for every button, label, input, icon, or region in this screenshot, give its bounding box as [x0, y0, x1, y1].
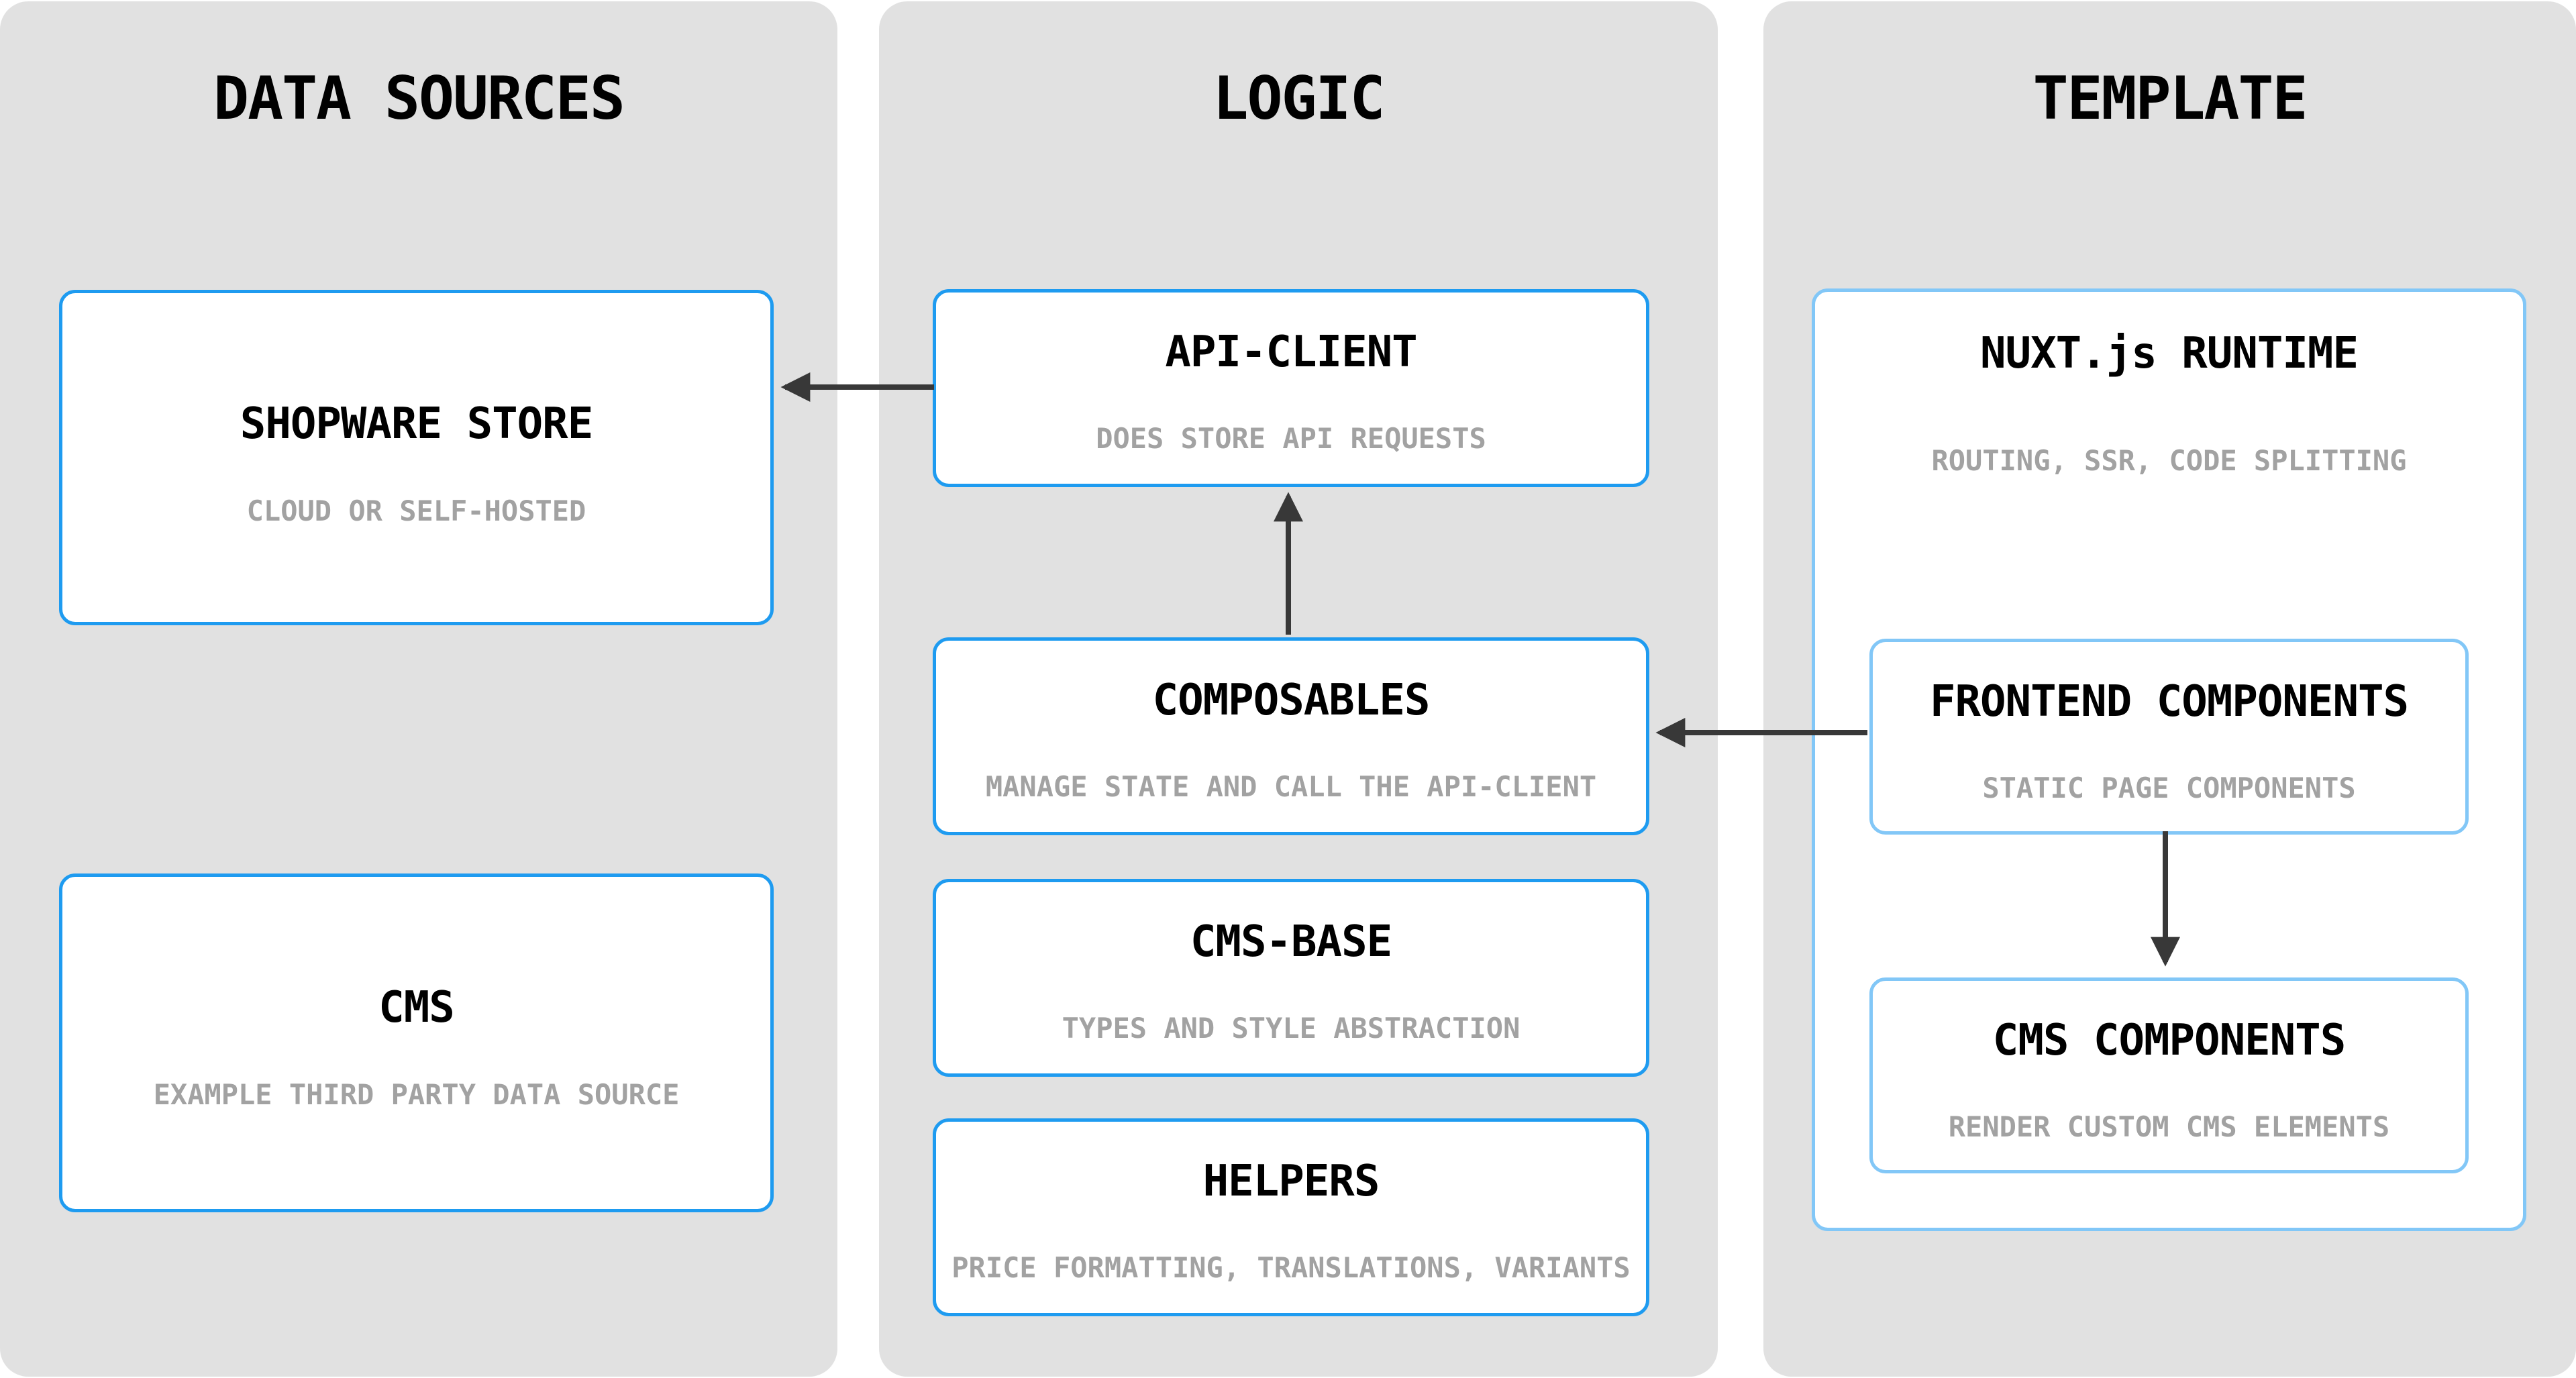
column-title-template: TEMPLATE — [2032, 64, 2308, 133]
box-frontend-components-title: FRONTEND COMPONENTS — [1929, 677, 2409, 727]
box-nuxt-runtime-subtitle: ROUTING, SSR, CODE SPLITTING — [1931, 444, 2407, 477]
box-nuxt-runtime-title: NUXT.js RUNTIME — [1980, 329, 2359, 378]
box-cms-components-title: CMS COMPONENTS — [1992, 1016, 2346, 1065]
box-api-client: API-CLIENT DOES STORE API REQUESTS — [933, 289, 1649, 487]
box-cms-title: CMS — [378, 983, 455, 1032]
box-cms-components-subtitle: RENDER CUSTOM CMS ELEMENTS — [1948, 1110, 2390, 1143]
box-composables-subtitle: MANAGE STATE AND CALL THE API-CLIENT — [985, 770, 1597, 803]
box-cms-subtitle: EXAMPLE THIRD PARTY DATA SOURCE — [153, 1078, 680, 1111]
box-cms-components: CMS COMPONENTS RENDER CUSTOM CMS ELEMENT… — [1869, 977, 2469, 1173]
box-helpers-subtitle: PRICE FORMATTING, TRANSLATIONS, VARIANTS — [951, 1251, 1631, 1284]
box-cms-base-subtitle: TYPES AND STYLE ABSTRACTION — [1062, 1012, 1521, 1045]
box-composables: COMPOSABLES MANAGE STATE AND CALL THE AP… — [933, 637, 1649, 835]
box-shopware-store: SHOPWARE STORE CLOUD OR SELF-HOSTED — [59, 290, 774, 625]
box-shopware-store-subtitle: CLOUD OR SELF-HOSTED — [246, 494, 586, 527]
box-helpers-title: HELPERS — [1202, 1157, 1380, 1206]
box-frontend-components-subtitle: STATIC PAGE COMPONENTS — [1982, 772, 2356, 804]
column-title-logic: LOGIC — [1213, 64, 1386, 133]
column-template: TEMPLATE NUXT.js RUNTIME ROUTING, SSR, C… — [1763, 1, 2576, 1377]
box-cms-base: CMS-BASE TYPES AND STYLE ABSTRACTION — [933, 879, 1649, 1077]
box-helpers: HELPERS PRICE FORMATTING, TRANSLATIONS, … — [933, 1118, 1649, 1316]
box-cms: CMS EXAMPLE THIRD PARTY DATA SOURCE — [59, 873, 774, 1212]
box-nuxt-runtime: NUXT.js RUNTIME ROUTING, SSR, CODE SPLIT… — [1812, 288, 2526, 1231]
box-frontend-components: FRONTEND COMPONENTS STATIC PAGE COMPONEN… — [1869, 639, 2469, 835]
box-cms-base-title: CMS-BASE — [1190, 917, 1392, 967]
column-logic: LOGIC API-CLIENT DOES STORE API REQUESTS… — [879, 1, 1718, 1377]
column-title-data-sources: DATA SOURCES — [213, 64, 625, 133]
column-data-sources: DATA SOURCES SHOPWARE STORE CLOUD OR SEL… — [0, 1, 837, 1377]
box-shopware-store-title: SHOPWARE STORE — [240, 399, 593, 449]
box-api-client-subtitle: DOES STORE API REQUESTS — [1096, 422, 1486, 455]
box-api-client-title: API-CLIENT — [1165, 327, 1417, 377]
box-composables-title: COMPOSABLES — [1152, 676, 1431, 725]
